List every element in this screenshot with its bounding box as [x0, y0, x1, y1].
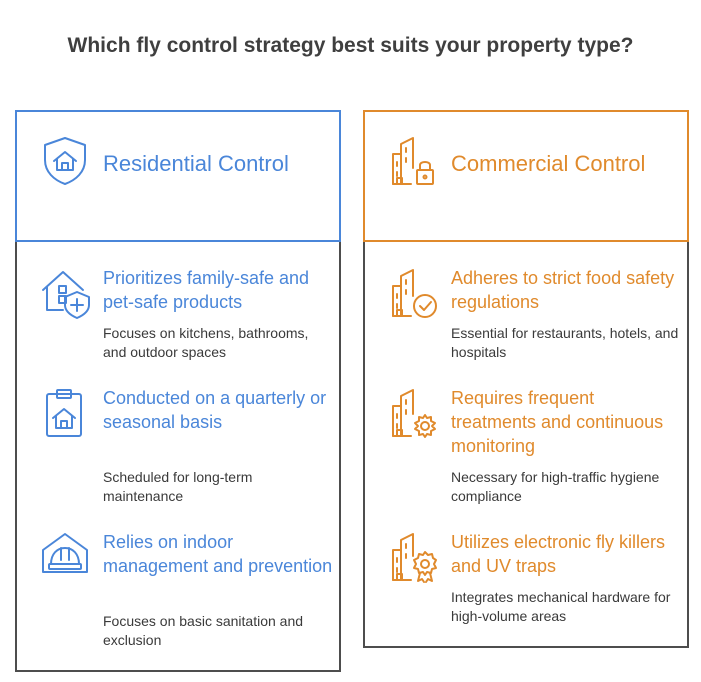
commercial-card: Commercial Control Adheres to strict foo… — [363, 110, 689, 648]
item-title: Relies on indoor management and preventi… — [103, 532, 333, 576]
hard-hat-icon — [41, 530, 89, 582]
building-lock-icon — [389, 134, 437, 186]
building-badge-icon — [389, 530, 437, 583]
item-title: Prioritizes family-safe and pet-safe pro… — [103, 268, 310, 312]
residential-header: Residential Control — [15, 110, 341, 242]
item-description: Scheduled for long-term maintenance — [103, 469, 253, 504]
item-description: Essential for restaurants, hotels, and h… — [451, 325, 679, 360]
shield-home-icon — [41, 134, 89, 186]
residential-card: Residential Control Prioritizes family-s… — [15, 110, 341, 672]
clipboard-home-icon — [41, 386, 89, 438]
item-title: Adheres to strict food safety regulation… — [451, 268, 675, 312]
commercial-header: Commercial Control — [363, 110, 689, 242]
building-gear-icon — [389, 386, 437, 438]
item-description: Focuses on basic sanitation and exclusio… — [103, 613, 304, 648]
page-title: Which fly control strategy best suits yo… — [67, 34, 634, 57]
item-description: Necessary for high-traffic hygiene compl… — [451, 469, 660, 504]
item-title: Utilizes electronic fly killers and UV t… — [451, 532, 666, 576]
item-title: Requires frequent treatments and continu… — [451, 388, 664, 456]
item-description: Focuses on kitchens, bathrooms, and outd… — [103, 325, 309, 360]
commercial-title: Commercial Control — [451, 151, 646, 176]
building-check-icon — [389, 266, 437, 318]
item-title: Conducted on a quarterly or seasonal bas… — [103, 388, 327, 432]
item-description: Integrates mechanical hardware for high-… — [451, 589, 671, 624]
home-shield-plus-icon — [41, 266, 90, 319]
residential-title: Residential Control — [103, 151, 289, 176]
